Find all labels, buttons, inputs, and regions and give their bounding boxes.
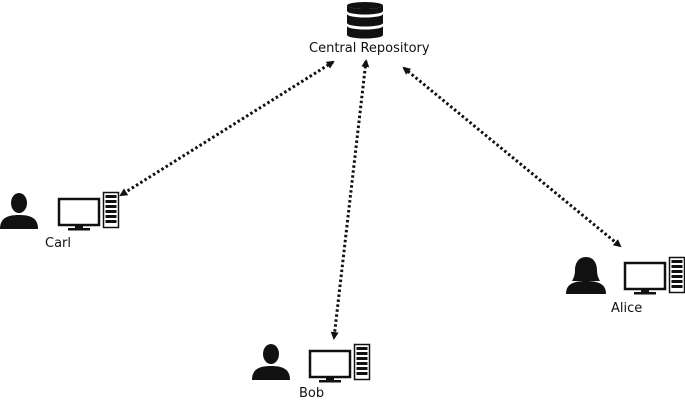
edge-repository-bob [330,59,370,340]
tower-icon [102,191,120,229]
bob-label: Bob [299,386,325,401]
alice-workstation [566,256,685,295]
tower-icon [353,343,371,381]
repository-label: Central Repository [309,41,430,56]
database-icon [347,2,383,39]
edge-repository-carl [119,60,335,197]
carl-workstation [0,191,120,231]
monitor-icon [308,349,352,383]
carl-label: Carl [45,236,71,251]
monitor-icon [57,197,101,231]
monitor-icon [623,261,667,295]
alice-label: Alice [611,301,643,316]
person-icon [252,344,290,380]
tower-icon [668,256,685,294]
person-icon [0,193,38,229]
edge-repository-alice [402,66,622,248]
bob-workstation [252,343,371,383]
person-female-icon [566,257,606,294]
